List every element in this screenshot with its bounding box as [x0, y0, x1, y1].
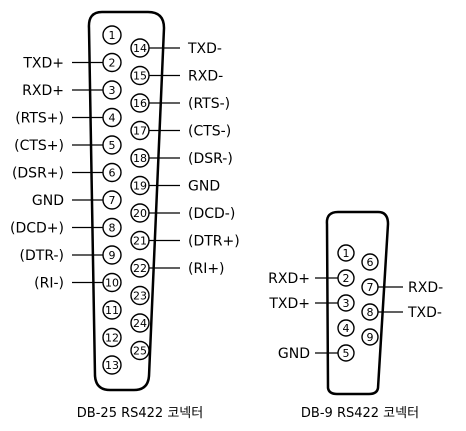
- db25-pin-2-signal: TXD+: [22, 56, 64, 72]
- db9-caption: DB-9 RS422 코넥터: [301, 406, 419, 421]
- db25-pin-10-number: 10: [105, 277, 119, 290]
- db25-pin-1-circle: [102, 25, 122, 45]
- db9-pin-5-signal: GND: [278, 346, 310, 362]
- db9-pin-4-circle: [337, 319, 355, 337]
- db25-pin-20-number: 20: [133, 207, 147, 220]
- db9-pin-2-signal: RXD+: [268, 271, 310, 287]
- db25-pin-23-number: 23: [133, 290, 147, 303]
- db25-pin-18-number: 18: [133, 152, 147, 165]
- db25-pin-10-signal: (RI-): [34, 276, 64, 292]
- db9-pin-3-number: 3: [343, 297, 350, 310]
- db9-pin-9-circle: [361, 328, 379, 346]
- db25-pin-15-signal: RXD-: [188, 69, 223, 85]
- db25-pin-9-signal: (DTR-): [20, 248, 64, 264]
- db25-pin-5-number: 5: [109, 139, 116, 152]
- db9-pin-9-number: 9: [367, 331, 374, 344]
- db25-pin-7-circle: [102, 190, 122, 210]
- db25-pin-10-circle: [102, 272, 122, 293]
- db25-pin-8-signal: (DCD+): [10, 221, 64, 237]
- db25-pin-4-circle: [102, 107, 122, 128]
- db25-pin-12-circle: [102, 327, 122, 348]
- db9-shell: [325, 210, 390, 396]
- db25-pin-16-circle: [130, 93, 150, 113]
- db25-pin-4-signal: (RTS+): [15, 111, 64, 127]
- db25-pin-2-circle: [102, 52, 122, 73]
- db9-pin-8-signal: TXD-: [407, 305, 442, 321]
- db9-pin-6-number: 6: [367, 256, 374, 269]
- db25-pin-25-circle: [130, 340, 150, 361]
- db25-pin-5-circle: [102, 135, 122, 155]
- db25-pin-17-circle: [130, 120, 150, 141]
- db9-pin-6-circle: [361, 253, 379, 271]
- db25-pin-20-circle: [130, 203, 150, 223]
- db25-pin-5-signal: (CTS+): [14, 138, 64, 154]
- db25-pin-12-number: 12: [105, 332, 119, 345]
- db25-pin-22-signal: (RI+): [188, 261, 225, 277]
- db25-pin-11-circle: [102, 300, 122, 320]
- db25-pin-24-number: 24: [133, 317, 147, 330]
- db25-pin-19-signal: GND: [188, 179, 220, 195]
- db25-pin-7-signal: GND: [32, 193, 64, 209]
- db25-pin-9-number: 9: [109, 249, 116, 262]
- db25-shell: [87, 10, 166, 392]
- db25-pin-18-circle: [130, 148, 150, 168]
- db25-pin-21-circle: [130, 230, 150, 251]
- db25-pin-14-circle: [130, 38, 150, 58]
- db25-pin-9-circle: [102, 245, 122, 265]
- db25-pin-8-circle: [102, 217, 122, 238]
- db25-pin-6-circle: [102, 162, 122, 183]
- db9-pin-8-number: 8: [367, 306, 374, 319]
- db25-pin-13-circle: [102, 355, 122, 375]
- db25-pin-4-number: 4: [109, 112, 116, 125]
- db9-pin-7-signal: RXD-: [408, 280, 443, 296]
- db25-pin-14-number: 14: [133, 42, 147, 55]
- db9-pin-4-number: 4: [343, 322, 350, 335]
- db25-pin-7-number: 7: [109, 194, 116, 207]
- db25-pin-16-signal: (RTS-): [188, 96, 230, 112]
- db25-pin-6-number: 6: [109, 167, 116, 180]
- db9-pin-2-number: 2: [343, 272, 350, 285]
- db25-pin-19-number: 19: [133, 180, 147, 193]
- db25-pin-16-number: 16: [133, 97, 147, 110]
- db9-pin-7-circle: [361, 278, 379, 296]
- db25-pin-21-number: 21: [133, 235, 147, 248]
- db9-pin-5-circle: [337, 344, 355, 362]
- db9-pin-2-circle: [337, 269, 355, 287]
- db25-pin-20-signal: (DCD-): [188, 206, 235, 222]
- db9-pin-7-number: 7: [367, 281, 374, 294]
- db9-pin-5-number: 5: [343, 347, 350, 360]
- db25-pin-6-signal: (DSR+): [12, 166, 64, 182]
- db25-pin-18-signal: (DSR-): [188, 151, 233, 167]
- db25-pin-3-signal: RXD+: [22, 83, 64, 99]
- db25-pin-2-number: 2: [109, 57, 116, 70]
- db25-pin-15-number: 15: [133, 70, 147, 83]
- db25-pin-22-circle: [130, 258, 150, 278]
- db9-pin-8-circle: [361, 303, 379, 321]
- db25-pin-24-circle: [130, 313, 150, 333]
- db9-pin-3-circle: [337, 294, 355, 312]
- db25-pin-3-number: 3: [109, 84, 116, 97]
- db25-pin-22-number: 22: [133, 262, 147, 275]
- db25-pin-19-circle: [130, 175, 150, 196]
- db9-pin-1-circle: [337, 244, 355, 262]
- db25-pin-1-number: 1: [109, 29, 116, 42]
- db25-pin-21-signal: (DTR+): [188, 234, 240, 250]
- db25-pin-25-number: 25: [133, 345, 147, 358]
- db25-pin-17-signal: (CTS-): [188, 124, 231, 140]
- db25-pin-11-number: 11: [105, 304, 119, 317]
- db25-pin-3-circle: [102, 80, 122, 100]
- db9-pin-3-signal: TXD+: [268, 296, 310, 312]
- db25-caption: DB-25 RS422 코넥터: [77, 406, 203, 421]
- db9-pin-1-number: 1: [343, 247, 350, 260]
- db25-pin-17-number: 17: [133, 125, 147, 138]
- db25-pin-15-circle: [130, 65, 150, 86]
- db25-pin-14-signal: TXD-: [187, 41, 222, 57]
- db25-pin-13-number: 13: [105, 359, 119, 372]
- db25-pin-23-circle: [130, 285, 150, 306]
- db25-pin-8-number: 8: [109, 222, 116, 235]
